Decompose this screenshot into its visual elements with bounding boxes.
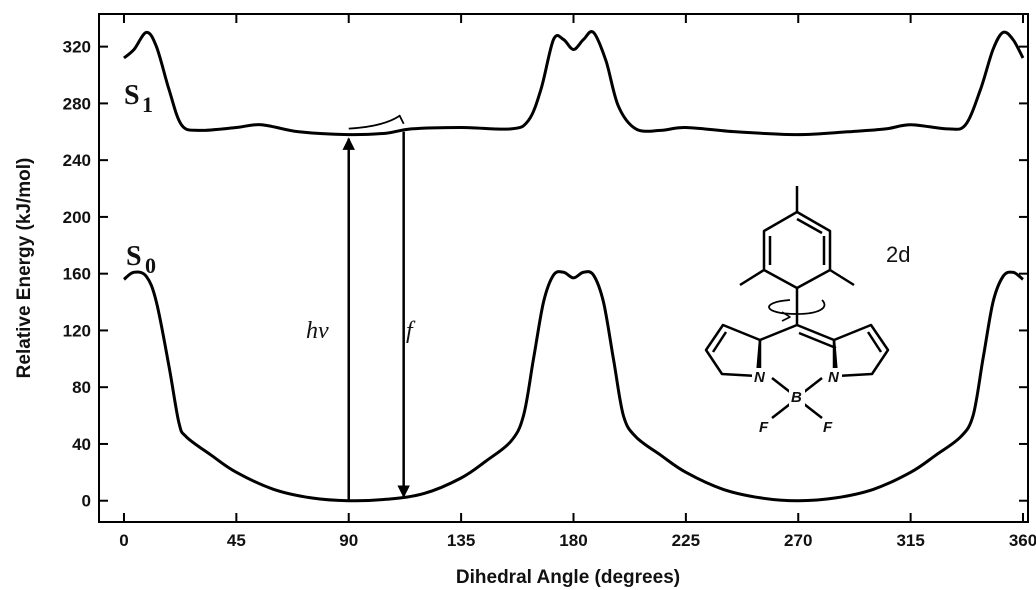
- methyl-right: [829, 268, 855, 287]
- y-tick-label: 0: [82, 492, 91, 511]
- s1-state-subscript: 1: [142, 92, 153, 117]
- axis-tick-labels: 0 45 90 135 180 225 270 315 360 0 40 80 120 160 200 240…: [63, 38, 1036, 550]
- x-tick-label: 90: [339, 531, 358, 550]
- relaxation-path: [348, 114, 405, 130]
- y-tick-label: 80: [72, 378, 91, 397]
- s0-state-subscript: 0: [145, 253, 156, 278]
- series-layer: [123, 30, 1025, 503]
- y-tick-label: 160: [63, 265, 91, 284]
- mesityl-ring: [762, 210, 832, 290]
- atom-n-right: N: [828, 369, 840, 386]
- bodipy-molecule-structure: [704, 186, 890, 419]
- x-tick-label: 180: [559, 531, 587, 550]
- series-line-s1: [123, 30, 1025, 137]
- atom-n-left: N: [754, 369, 766, 386]
- absorption-label: hν: [306, 318, 329, 344]
- molecule-label: 2d: [886, 242, 910, 267]
- x-axis-title: Dihedral Angle (degrees): [456, 567, 680, 588]
- y-axis-title: Relative Energy (kJ/mol): [14, 158, 35, 379]
- atom-boron: B: [791, 389, 802, 406]
- y-tick-label: 40: [72, 435, 91, 454]
- x-tick-label: 270: [784, 531, 812, 550]
- fluorescence-label: f: [406, 318, 416, 344]
- s1-state-label: S: [124, 80, 140, 111]
- y-tick-label: 240: [63, 151, 91, 170]
- y-tick-label: 320: [63, 38, 91, 57]
- s0-state-label: S: [126, 241, 142, 272]
- y-tick-label: 200: [63, 208, 91, 227]
- x-tick-label: 315: [896, 531, 924, 550]
- x-tick-label: 135: [447, 531, 475, 550]
- x-tick-label: 225: [672, 531, 700, 550]
- x-tick-label: 45: [227, 531, 246, 550]
- transition-arrows: [342, 114, 410, 501]
- rotation-arrow: [768, 299, 826, 315]
- y-tick-label: 280: [63, 94, 91, 113]
- axis-ticks: [99, 14, 1028, 522]
- plot-frame: [98, 13, 1029, 523]
- x-tick-label: 360: [1009, 531, 1036, 550]
- y-tick-label: 120: [63, 321, 91, 340]
- atom-f-right: F: [823, 419, 833, 436]
- methyl-left: [739, 268, 765, 287]
- x-tick-label: 0: [119, 531, 128, 550]
- atom-f-left: F: [759, 419, 769, 436]
- series-line-s0: [123, 270, 1024, 503]
